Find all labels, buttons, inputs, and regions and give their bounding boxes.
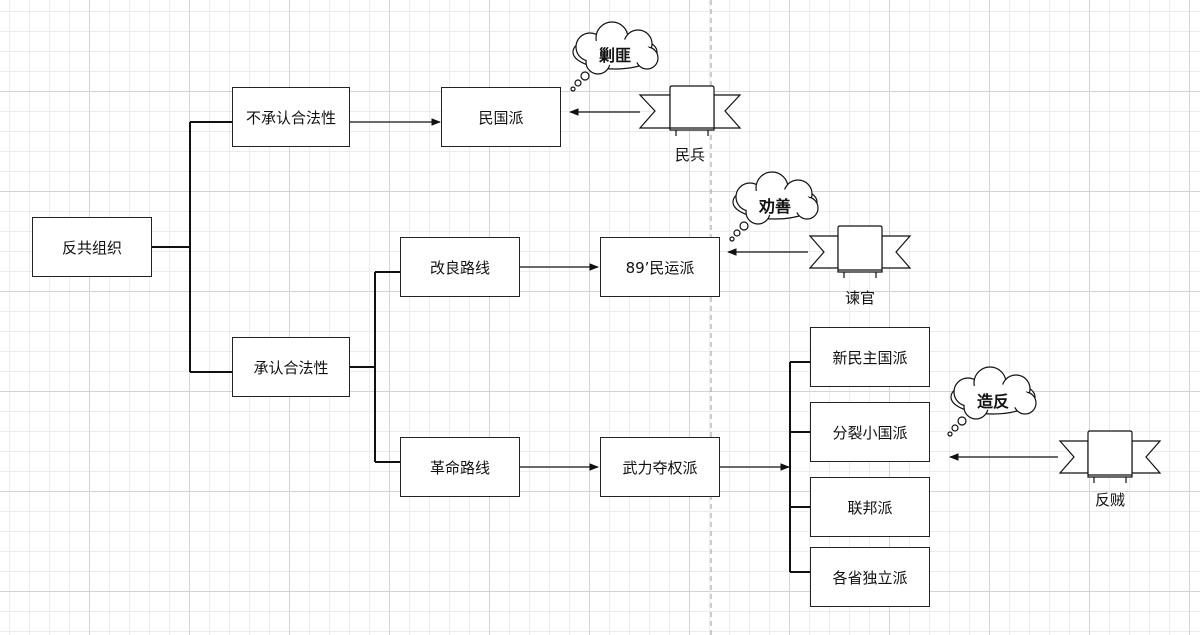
cloud-label-suppress: 剿匪 — [598, 46, 631, 65]
cloud-label-persuade: 劝善 — [758, 197, 791, 216]
tree-lines — [152, 121, 810, 573]
node-new-democracy[interactable]: 新民主国派 — [810, 327, 930, 387]
node-federal[interactable]: 联邦派 — [810, 477, 930, 537]
node-armed[interactable]: 武力夺权派 — [600, 437, 720, 497]
label-rebel: 反贼 — [1094, 491, 1125, 509]
node-no-legitimacy[interactable]: 不承认合法性 — [232, 87, 350, 147]
node-legitimacy[interactable]: 承认合法性 — [232, 337, 350, 397]
flag-remonstrator-icon — [808, 225, 912, 278]
node-split-states[interactable]: 分裂小国派 — [810, 402, 930, 462]
node-minyun89[interactable]: 89’民运派 — [600, 237, 720, 297]
cloud-persuade-icon — [729, 171, 819, 242]
flag-militia-icon — [638, 85, 742, 136]
cloud-suppress-icon — [570, 21, 659, 92]
label-militia: 民兵 — [674, 146, 705, 164]
flag-rebel-icon — [1058, 430, 1162, 483]
node-provinces[interactable]: 各省独立派 — [810, 547, 930, 607]
node-minguo[interactable]: 民国派 — [441, 87, 561, 147]
label-remonstrator: 谏官 — [844, 289, 875, 307]
cloud-label-revolt: 造反 — [976, 392, 1009, 411]
arrows — [350, 108, 1058, 471]
node-revolution[interactable]: 革命路线 — [400, 437, 520, 497]
node-reform[interactable]: 改良路线 — [400, 237, 520, 297]
node-root[interactable]: 反共组织 — [32, 217, 152, 277]
cloud-revolt-icon — [947, 366, 1037, 437]
